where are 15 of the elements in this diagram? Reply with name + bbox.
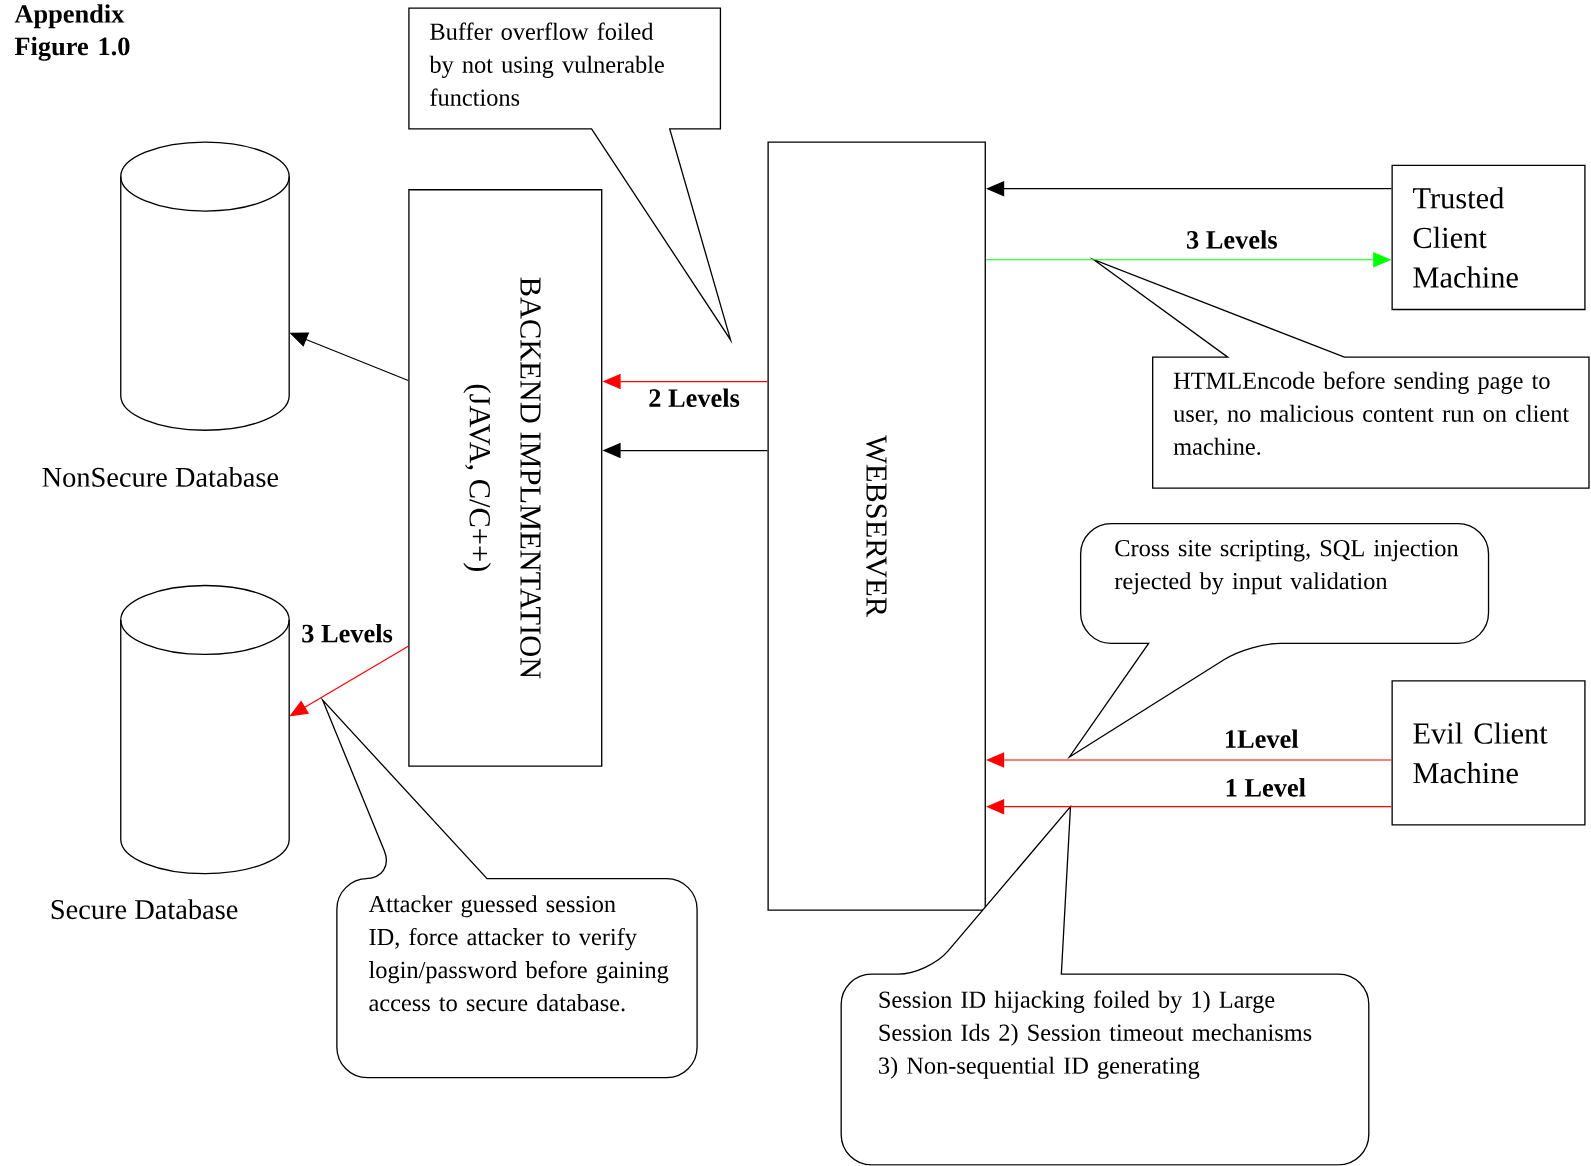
database-label: NonSecure Database bbox=[42, 467, 279, 487]
client-box: Trusted Client Machine bbox=[1391, 164, 1586, 311]
edge-label: 1 Level bbox=[1223, 777, 1307, 798]
server-box: BACKEND IMPLMENTATION (JAVA, C/C++) bbox=[408, 189, 603, 767]
edge-label: 1Level bbox=[1222, 728, 1300, 750]
callout-bubble: Session ID hijacking foiled by 1) Large Session Ids 2) Session timeout mechanisms 3) Non-sequential ID generating bbox=[840, 806, 1370, 1166]
callout-bubble: Attacker guessed session ID, force attacker to verify login/password before gaining access to secure database. bbox=[322, 699, 698, 1079]
edge-label: 3 Levels bbox=[1185, 229, 1279, 250]
node-label: Session ID hijacking foiled by 1) Large Session Ids 2) Session timeout mechanisms 3) Non-sequential ID generating bbox=[879, 990, 1312, 1079]
figure-title: Appendix Figure 1.0 bbox=[14, 4, 130, 61]
edge-label: 2 Levels bbox=[647, 387, 741, 409]
edge-label: 3 Levels bbox=[300, 622, 394, 644]
server-box: WEBSERVER bbox=[767, 141, 986, 911]
client-box: Evil Client Machine bbox=[1391, 680, 1586, 826]
database-label: Secure Database bbox=[51, 899, 238, 920]
